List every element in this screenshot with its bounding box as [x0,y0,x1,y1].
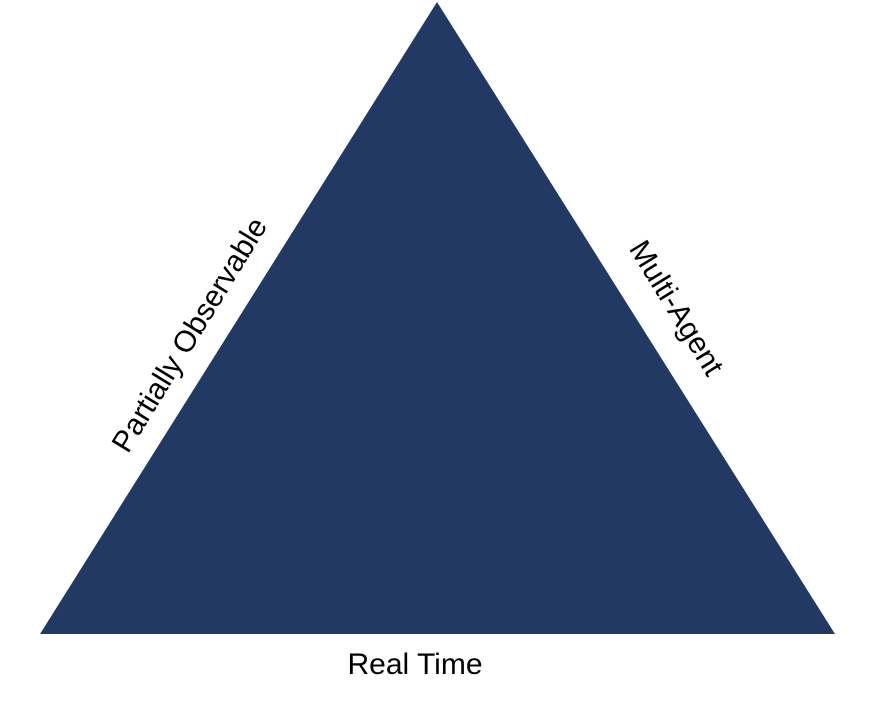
triangle-shape [40,2,835,634]
bottom-side-label: Real Time [347,648,482,681]
